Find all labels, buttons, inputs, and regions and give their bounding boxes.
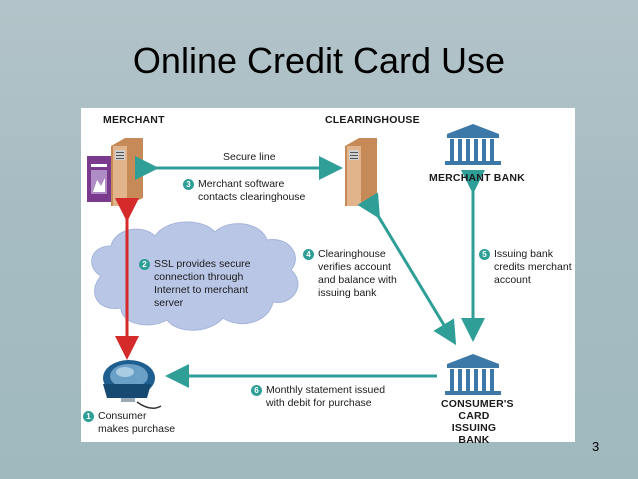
merchant-label: MERCHANT [103, 114, 165, 126]
merchant-bank-label: MERCHANT BANK [429, 172, 525, 184]
step-1: 1 Consumer makes purchase [83, 410, 175, 436]
merchant-bank-icon [445, 124, 501, 165]
consumer-bank-icon [445, 354, 501, 395]
diagram-graphics [87, 124, 501, 409]
step-2-line3: Internet to merchant [154, 284, 248, 296]
slide-title: Online Credit Card Use [132, 40, 506, 81]
step-1-line1: Consumer [98, 410, 147, 422]
consumer-bank-label-line1: CONSUMER'S [441, 398, 514, 410]
verify-arrow [357, 192, 457, 346]
step-6-line2: with debit for purchase [266, 397, 372, 409]
step-2-text: SSL provides secure connection through I… [154, 258, 251, 310]
step-6-number: 6 [251, 385, 262, 396]
consumer-bank-label-line2: CARD ISSUING [451, 410, 497, 434]
credit-card-flow-diagram: MERCHANT CLEARINGHOUSE MERCHANT BANK CON… [81, 108, 575, 446]
step-1-line2: makes purchase [98, 423, 176, 435]
step-3-text: Merchant software contacts clearinghouse [198, 178, 305, 204]
step-1-text: Consumer makes purchase [98, 410, 175, 436]
step-2-line4: server [154, 297, 184, 309]
secure-line-label: Secure line [223, 151, 276, 163]
page-number: 3 [592, 439, 600, 454]
step-5: 5 Issuing bank credits merchant account [479, 248, 572, 287]
consumer-bank-label: CONSUMER'S CARD ISSUING BANK [441, 398, 514, 446]
step-1-number: 1 [83, 411, 94, 422]
internet-cloud [91, 221, 299, 331]
step-5-number: 5 [479, 249, 490, 260]
clearinghouse-server-icon [345, 138, 377, 206]
step-2: 2 SSL provides secure connection through… [139, 258, 251, 310]
step-2-number: 2 [139, 259, 150, 270]
step-4-text: Clearinghouse verifies account and balan… [318, 248, 397, 300]
step-4-number: 4 [303, 249, 314, 260]
step-5-text: Issuing bank credits merchant account [494, 248, 572, 287]
step-3-number: 3 [183, 179, 194, 190]
step-4-line2: verifies account [318, 261, 391, 273]
consumer-bank-label-line3: BANK [458, 434, 490, 446]
step-4-line1: Clearinghouse [318, 248, 386, 260]
step-5-line3: account [494, 274, 531, 286]
consumer-computer-icon [103, 360, 162, 409]
step-4-line3: and balance with [318, 274, 397, 286]
step-2-line2: connection through [154, 271, 244, 283]
clearinghouse-label: CLEARINGHOUSE [325, 114, 420, 126]
step-2-line1: SSL provides secure [154, 258, 251, 270]
step-3: 3 Merchant software contacts clearinghou… [183, 178, 305, 204]
step-4: 4 Clearinghouse verifies account and bal… [303, 248, 397, 300]
step-5-line1: Issuing bank [494, 248, 553, 260]
step-3-line2: contacts clearinghouse [198, 191, 306, 203]
step-6-text: Monthly statement issued with debit for … [266, 384, 385, 410]
step-5-line2: credits merchant [494, 261, 572, 273]
step-4-line4: issuing bank [318, 287, 377, 299]
step-6: 6 Monthly statement issued with debit fo… [251, 384, 385, 410]
merchant-server-icon [87, 138, 143, 206]
step-6-line1: Monthly statement issued [266, 384, 386, 396]
step-3-line1: Merchant software [198, 178, 285, 190]
